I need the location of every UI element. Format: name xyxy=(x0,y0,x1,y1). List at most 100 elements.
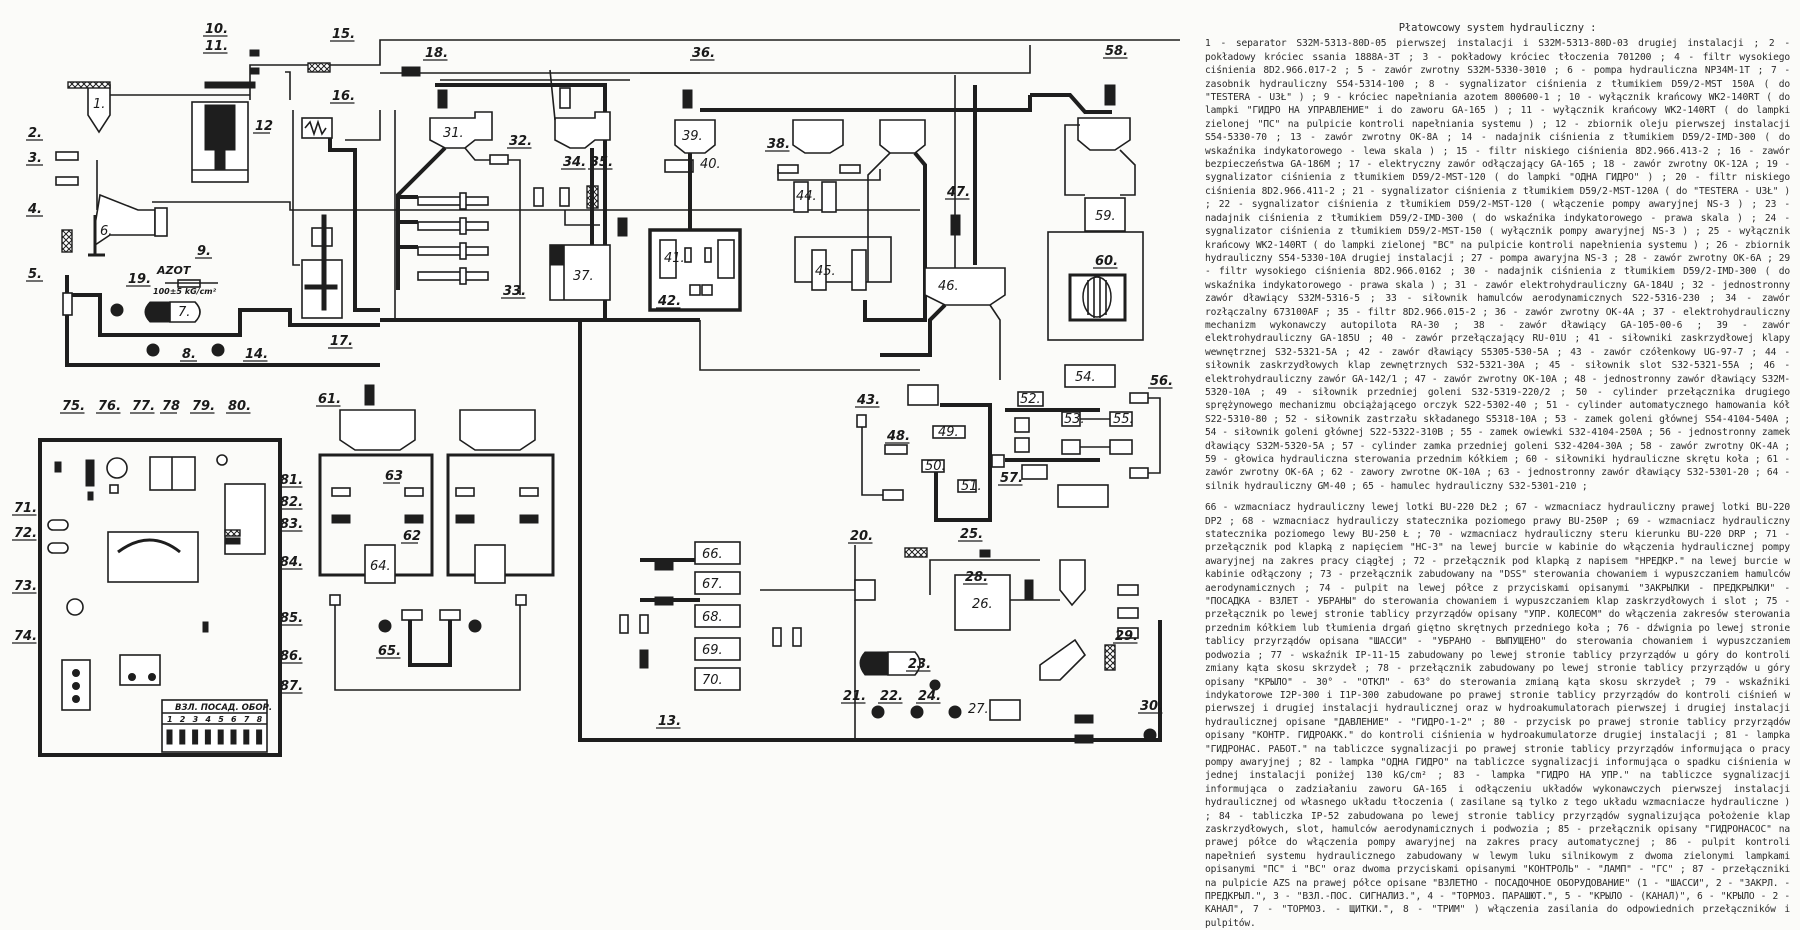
check-valves-62-b xyxy=(404,514,424,524)
high-pressure-filter-4 xyxy=(61,229,73,253)
azs-switch-toggle xyxy=(204,729,211,745)
electrohydraulic-valve-39-a xyxy=(674,119,716,154)
lamp-82 xyxy=(224,529,241,537)
check-valve-28-b xyxy=(654,561,674,571)
label-54: 54. xyxy=(1075,370,1096,385)
shuttle-valve-43-b xyxy=(701,284,713,296)
stabilizer-booster-69 xyxy=(694,637,741,661)
suction-port-2 xyxy=(55,151,79,161)
label-52: 52. xyxy=(1020,392,1041,407)
first-installation-supply: AZOT 100±5 kG/cm² xyxy=(55,39,1180,367)
disconnect-valve-34-d xyxy=(639,614,649,634)
switching-valve-40 xyxy=(664,159,694,173)
check-button-80 xyxy=(216,454,228,466)
azs-panel-header: ВЗЛ. ПОСАД. ОБОР. xyxy=(175,703,272,713)
check-valve-28-e xyxy=(1074,714,1094,724)
label-36: 36. xyxy=(692,46,715,61)
label-21: 21. xyxy=(843,689,866,704)
disconnect-valve-34-b xyxy=(559,187,570,207)
label-5: 5. xyxy=(28,267,42,282)
separator-1-b xyxy=(1059,559,1086,607)
throttle-38-a xyxy=(559,87,571,109)
switch-71 xyxy=(47,519,69,531)
lock-valve-56-a xyxy=(1129,392,1149,404)
pressure-transmitter-30 xyxy=(1143,728,1157,742)
label-26: 26. xyxy=(972,597,993,612)
slot-actuator-45-b xyxy=(851,249,867,291)
label-81: 81. xyxy=(280,473,303,488)
gear-lock-53-b xyxy=(1061,439,1081,455)
aileron-booster-66 xyxy=(694,541,741,565)
label-50: 50. xyxy=(925,459,946,474)
warning-panel-81-83 xyxy=(224,483,266,555)
azs-switch-number: 7 xyxy=(244,715,250,724)
lock-valve-56-b xyxy=(1129,467,1149,479)
label-66: 66. xyxy=(702,547,723,562)
label-87: 87. xyxy=(280,679,303,694)
label-33: 33. xyxy=(503,284,526,299)
pump-6-b xyxy=(1039,638,1087,681)
label-70: 70. xyxy=(702,673,723,688)
disconnect-valve-34-f xyxy=(792,627,802,647)
fill-check-panel-86 xyxy=(119,654,161,686)
landing-gear-circuits xyxy=(699,320,1161,522)
azs-switch-toggle xyxy=(230,729,237,745)
label-35: 35. xyxy=(590,155,613,170)
label-79: 79. xyxy=(192,399,215,414)
azs-switch-number: 2 xyxy=(180,715,186,724)
disconnect-valve-34-e xyxy=(772,627,782,647)
electrohydraulic-valve-39-c xyxy=(879,119,926,154)
label-1: 1. xyxy=(93,97,105,112)
label-80: 80. xyxy=(228,399,251,414)
inner-flap-actuator-41-a xyxy=(659,239,677,279)
pressure-port-3 xyxy=(55,176,79,186)
label-27: 27. xyxy=(968,702,989,717)
label-24: 24. xyxy=(918,689,941,704)
low-pressure-filter-15 xyxy=(307,62,331,73)
autopilot-actuator-37 xyxy=(549,244,611,301)
accumulator-7-b xyxy=(859,651,889,676)
label-69: 69. xyxy=(702,643,723,658)
label-60: 60. xyxy=(1095,254,1118,269)
pressure-port-3-b xyxy=(1117,627,1139,639)
sweep-indicator-77 xyxy=(106,457,128,479)
check-valve-28-d xyxy=(1024,579,1034,601)
azs-switch-toggle xyxy=(217,729,224,745)
emergency-pump-27 xyxy=(989,699,1021,721)
azs-switch-toggle xyxy=(243,729,250,745)
throttle-valve-63-b xyxy=(404,487,424,497)
airbrake-actuators-33 xyxy=(396,146,489,290)
switch-72 xyxy=(47,542,69,554)
label-71: 71. xyxy=(14,501,37,516)
electrohydraulic-valve-31-a xyxy=(429,111,493,149)
shuttle-valve-43-e xyxy=(1014,437,1030,453)
label-58: 58. xyxy=(1105,44,1128,59)
label-64: 64. xyxy=(370,559,391,574)
label-61: 61. xyxy=(318,392,341,407)
flap-slot-circuits xyxy=(640,45,1144,380)
lamp-83 xyxy=(224,537,241,545)
label-83: 83. xyxy=(280,517,303,532)
rudder-booster-70 xyxy=(694,667,741,691)
azs-switch-number: 6 xyxy=(231,715,237,724)
main-gear-actuator-54-a xyxy=(1064,364,1116,388)
check-valve-36-b xyxy=(617,217,628,237)
oil-reservoir-12 xyxy=(191,81,256,183)
slot-actuator-45-a xyxy=(811,249,827,291)
azs-switch-toggle xyxy=(179,729,186,745)
throttle-valve-63-a xyxy=(331,487,351,497)
label-82: 82. xyxy=(280,495,303,510)
label-44: 44. xyxy=(796,189,817,204)
pressure-signaller-22 xyxy=(910,705,924,719)
legend-text-block: Płatowcowy system hydrauliczny : 1 - sep… xyxy=(1205,22,1790,930)
label-2: 2. xyxy=(28,126,42,141)
label-18: 18. xyxy=(425,46,448,61)
pressure-transmitter-14 xyxy=(211,343,225,357)
throttle-valve-42-b xyxy=(704,247,712,263)
label-15: 15. xyxy=(332,27,355,42)
azs-switch-toggle xyxy=(192,729,199,745)
label-14: 14. xyxy=(245,347,268,362)
label-25: 25. xyxy=(960,527,983,542)
label-3: 3. xyxy=(28,151,42,166)
label-11: 11. xyxy=(205,39,228,54)
